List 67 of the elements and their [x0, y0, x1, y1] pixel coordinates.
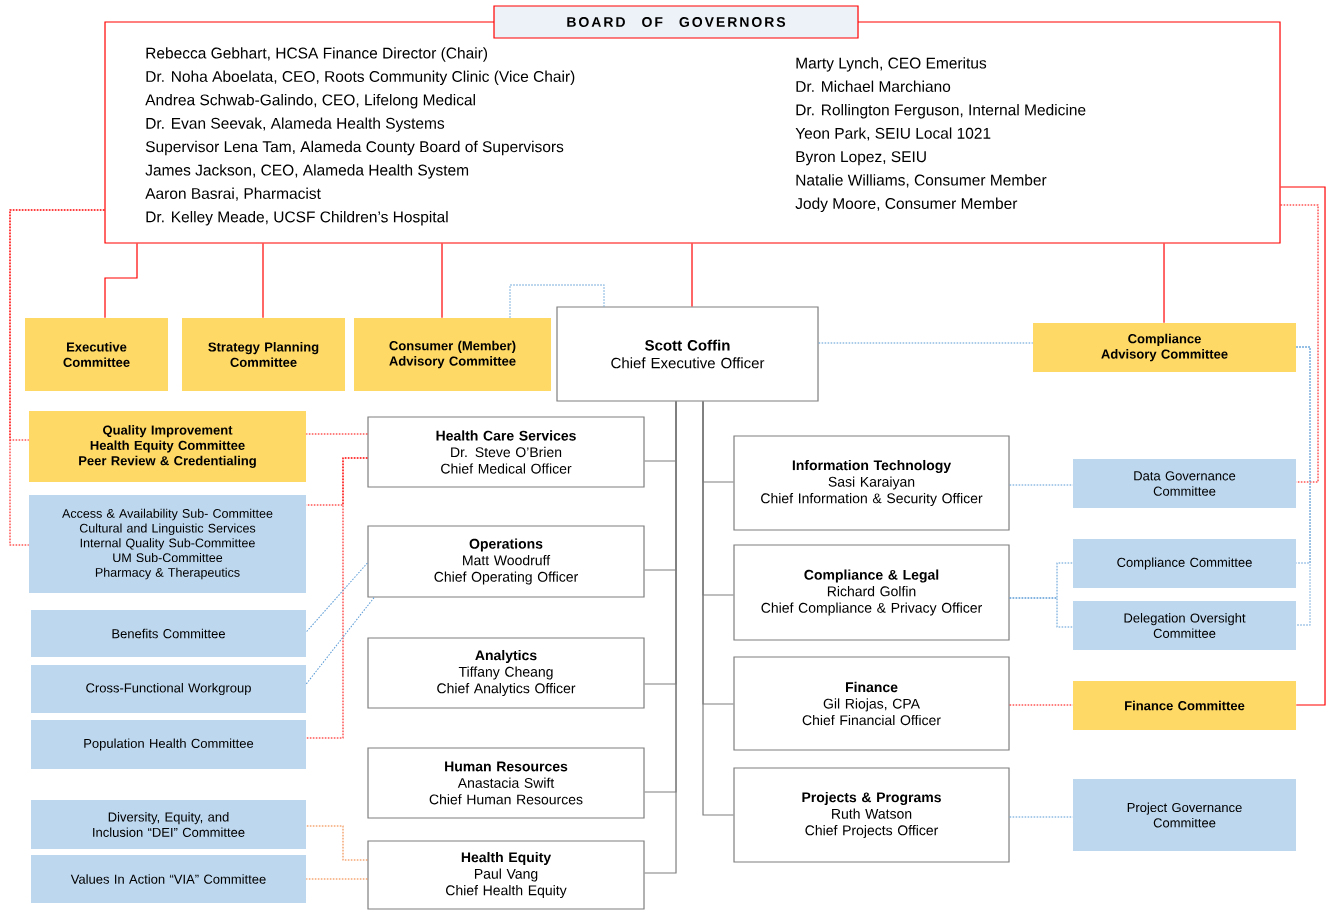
officer-box: Human Resources Anastacia Swift Chief Human Resources [367, 747, 645, 819]
member-list: Rebecca Gebhart, HCSA Finance Director (Chair) Dr. Noha Aboelata, CEO, Roots Community Clinic (Vice Chair) Andrea Schwab-Galindo, CEO, Lifelong Medical Dr. Evan Seevak, Alameda Health Systems Supervisor Lena Tam, Alameda County Board of Supervisors James Jackson, CEO, Alameda Health System Aaron Basrai, Pharmacist Dr. Kelley Meade, UCSF Children’s Hospital [145, 47, 575, 226]
officer-box: Scott Coffin Chief Executive Officer [556, 306, 819, 402]
committee-box: Benefits Committee [31, 610, 306, 657]
node-label: Marty Lynch, CEO Emeritus [796, 57, 987, 72]
officer-box: Health Equity Paul Vang Chief Health Equity [367, 840, 645, 910]
committee-box: Data Governance Committee [1073, 459, 1296, 508]
connector-line [1009, 704, 1074, 706]
officer-box: Finance Gil Riojas, CPA Chief Financial Officer [733, 656, 1010, 751]
node-label: Andrea Schwab-Galindo, CEO, Lifelong Medical [145, 94, 475, 109]
connector-line [1280, 204, 1319, 483]
officer-box: Compliance & Legal Richard Golfin Chief Compliance & Privacy Officer [733, 544, 1010, 641]
connector-line [702, 401, 734, 816]
connector-line [104, 243, 138, 319]
node-label: Byron Lopez, SEIU [796, 151, 926, 166]
connector-line [1280, 186, 1326, 706]
node-label: Dr. Kelley Meade, UCSF Children’s Hospital [146, 211, 448, 226]
node-label: Jody Moore, Consumer Member [795, 197, 1018, 213]
title-tab: BOARD OF GOVERNORS [493, 5, 859, 39]
node-label: Dr. Noha Aboelata, CEO, Roots Community Clinic (Vice Chair) [146, 70, 575, 86]
connector-line [9, 209, 105, 546]
committee-box: Consumer (Member) Advisory Committee [354, 318, 551, 391]
connector-line [1163, 243, 1165, 324]
officer-box: Health Care Services Dr. Steve O’Brien Chief Medical Officer [367, 416, 645, 488]
committee-box: Cross-Functional Workgroup [31, 665, 306, 713]
committee-box: Quality Improvement Health Equity Committee Peer Review & Credentialing [29, 411, 306, 482]
connector-line [1295, 346, 1311, 626]
officer-box: Projects & Programs Ruth Watson Chief Projects Officer [733, 767, 1010, 863]
committee-box: Delegation Oversight Committee [1073, 601, 1296, 650]
committee-box: Compliance Committee [1073, 539, 1296, 588]
committee-box: Project Governance Committee [1073, 779, 1296, 851]
committee-box: Access & Availability Sub- Committee Cultural and Linguistic Services Internal Quality Sub-Committee UM Sub-Committee Pharmacy & Therapeutics [29, 495, 306, 593]
officer-box: Analytics Tiffany Cheang Chief Analytics Officer [367, 637, 645, 709]
node-label: Natalie Williams, Consumer Member [796, 174, 1047, 188]
node-label: Aaron Basrai, Pharmacist [145, 187, 321, 201]
connector-line [691, 243, 693, 307]
committee-box: Strategy Planning Committee [182, 318, 345, 391]
connector-line [305, 878, 368, 880]
connector-line [305, 457, 368, 739]
node-label: Dr. Evan Seevak, Alameda Health Systems [146, 117, 445, 132]
committee-box: Compliance Advisory Committee [1033, 323, 1296, 372]
officer-box: Operations Matt Woodruff Chief Operating Officer [367, 525, 645, 598]
member-list: Marty Lynch, CEO Emeritus Dr. Michael Marchiano Dr. Rollington Ferguson, Internal Medicine Yeon Park, SEIU Local 1021 Byron Lopez, SEIU Natalie Williams, Consumer Member Jody Moore, Consumer Member [795, 57, 1086, 213]
connector-line [509, 284, 605, 319]
node-label: Yeon Park, SEIU Local 1021 [795, 127, 991, 141]
node-label: Rebecca Gebhart, HCSA Finance Director (Chair) [146, 47, 488, 62]
connector-line [1009, 816, 1074, 818]
connector-line [305, 433, 368, 435]
committee-box: Population Health Committee [31, 720, 306, 769]
node-label: Supervisor Lena Tam, Alameda County Board of Supervisors [145, 140, 564, 156]
connector-line [441, 243, 443, 319]
node-label: James Jackson, CEO, Alameda Health System [145, 164, 469, 179]
committee-box: Executive Committee [25, 318, 168, 391]
connector-line [818, 342, 1034, 344]
connector-line [305, 825, 368, 861]
connector-line [1009, 484, 1074, 486]
connector-line [262, 243, 264, 319]
connector-line [305, 597, 375, 685]
committee-box: Diversity, Equity, and Inclusion “DEI” Committee [31, 800, 306, 849]
connector-line [305, 562, 368, 633]
committee-box: Finance Committee [1073, 681, 1296, 730]
node-label: Dr. Michael Marchiano [796, 80, 951, 92]
officer-box: Information Technology Sasi Karaiyan Chief Information & Security Officer [733, 435, 1010, 531]
connector-line [644, 401, 677, 874]
node-label: Dr. Rollington Ferguson, Internal Medicine [796, 104, 1086, 119]
committee-box: Values In Action “VIA” Committee [31, 855, 306, 903]
connector-line [1009, 597, 1074, 628]
